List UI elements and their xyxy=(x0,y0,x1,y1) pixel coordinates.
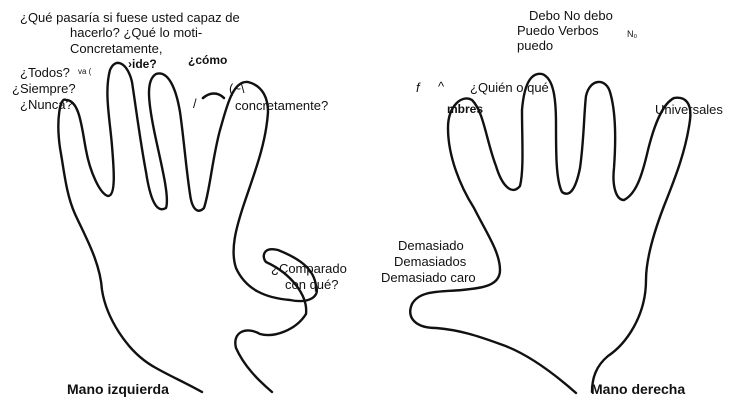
question-concretely: Concretamente, xyxy=(70,41,163,56)
fragment-pide: ›ide? xyxy=(128,57,157,71)
question-comparado-line2: con qué? xyxy=(285,277,339,292)
fragment-slash: / xyxy=(193,96,197,111)
right-hand-outline xyxy=(409,72,692,395)
question-todos: ¿Todos? xyxy=(20,65,70,80)
right-hand-caption: Mano derecha xyxy=(591,381,686,397)
question-nunca: ¿Nunca? xyxy=(20,97,73,112)
left-hand-outline xyxy=(57,61,319,394)
modal-debo: Debo No debo xyxy=(529,8,613,23)
fragment-nombres: mbres xyxy=(447,102,484,116)
question-quien: ¿Quién o qué xyxy=(470,80,549,95)
question-comparado-line1: ¿Comparado xyxy=(271,261,347,276)
question-what-if-line2: hacerlo? ¿Qué lo moti- xyxy=(70,25,203,40)
question-what-if-line1: ¿Qué pasaría si fuese usted capaz de xyxy=(20,10,240,25)
modal-puedo: puedo xyxy=(517,38,554,53)
question-concretamente: concretamente? xyxy=(235,98,329,113)
modal-no-fragment: N₀ xyxy=(627,29,638,39)
left-hand-caption: Mano izquierda xyxy=(67,381,169,397)
fragment-como: ¿cómo xyxy=(188,53,228,67)
left-finger-bracket xyxy=(201,92,226,100)
label-demasiado: Demasiado xyxy=(398,238,464,253)
question-siempre: ¿Siempre? xyxy=(12,81,76,96)
label-demasiado-caro: Demasiado caro xyxy=(381,270,476,285)
label-demasiados: Demasiados xyxy=(394,254,467,269)
mark-f: f xyxy=(416,80,420,95)
modal-puedo-verbos: Puedo Verbos xyxy=(517,23,599,38)
label-universales: Universales xyxy=(655,102,723,117)
mark-caret: ^ xyxy=(438,79,445,94)
fragment-va: va ( xyxy=(78,67,92,76)
fragment-tilde: (~\ xyxy=(229,81,245,96)
